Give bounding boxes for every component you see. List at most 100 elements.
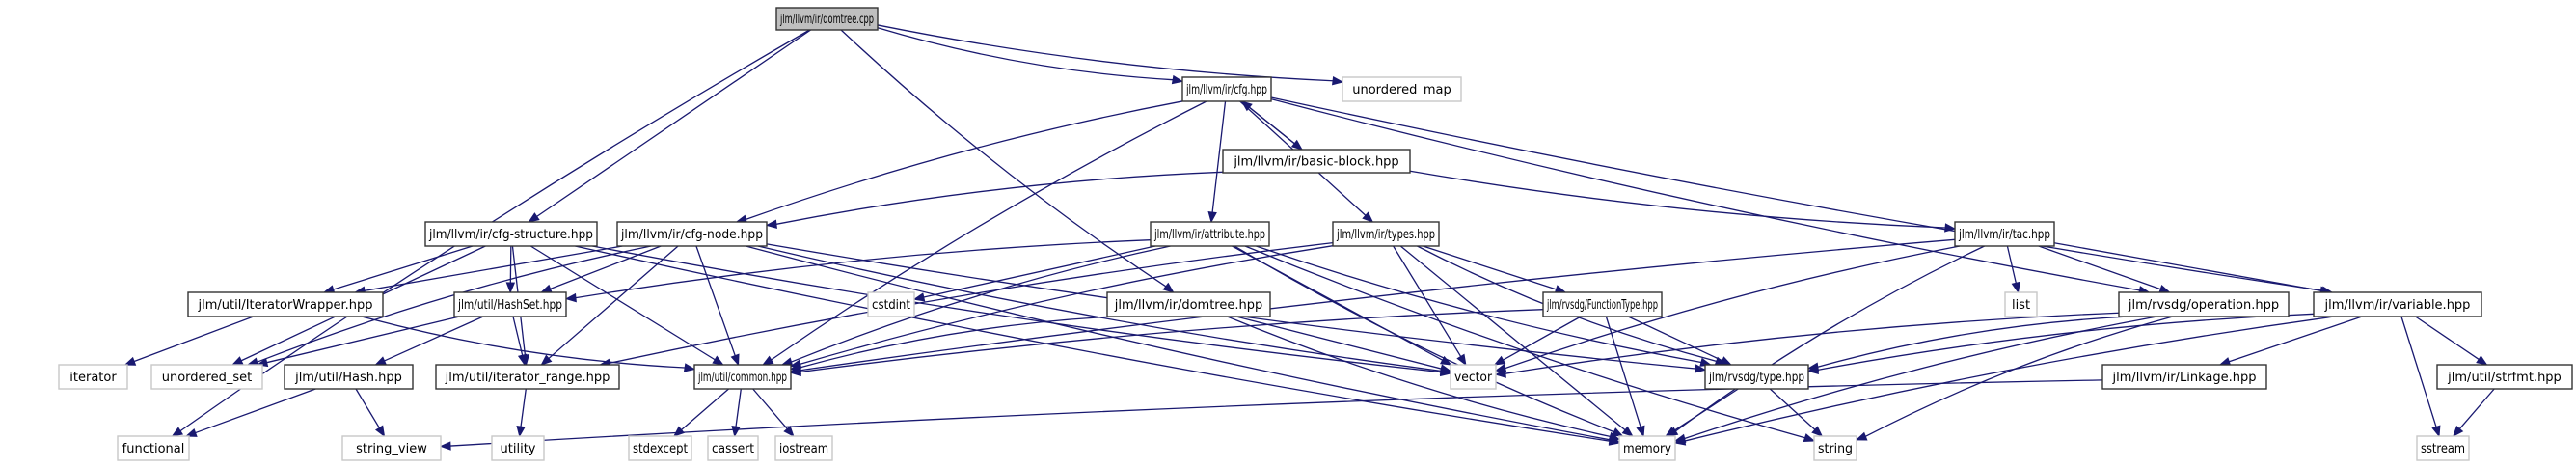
node-label: cstdint (872, 298, 910, 313)
edge-line (1235, 316, 1442, 370)
node-jlm-llvm-ir-linkage-hpp[interactable]: jlm/llvm/ir/Linkage.hpp (2101, 364, 2267, 390)
edge-line (800, 245, 1334, 365)
edge-line (681, 388, 729, 430)
edge-basic-block-to-tac (1409, 170, 1957, 233)
node-box (867, 291, 915, 317)
edge-attribute-to-memory (1234, 245, 1624, 437)
arrowhead-icon (1162, 282, 1175, 293)
node-label: jlm/llvm/ir/tac.hpp (1958, 228, 2050, 242)
node-jlm-rvsdg-functiontype-hpp[interactable]: jlm/rvsdg/FunctionType.hpp (1542, 291, 1663, 317)
edge-function-type-to-common (789, 309, 1544, 377)
node-label: jlm/llvm/ir/Linkage.hpp (2111, 371, 2256, 385)
arrowhead-icon (1332, 75, 1344, 86)
node-jlm-util-hashset-hpp[interactable]: jlm/util/HashSet.hpp (453, 291, 567, 317)
node-jlm-llvm-ir-domtree-hpp[interactable]: jlm/llvm/ir/domtree.hpp (1106, 291, 1271, 317)
edge-line (2458, 388, 2495, 429)
arrowhead-icon (683, 363, 696, 372)
edge-line (1270, 96, 2323, 291)
edge-domtree-cpp-to-unordered-map (877, 24, 1344, 86)
node-box (2118, 291, 2290, 317)
edge-line (877, 24, 1334, 82)
edge-line (800, 238, 1956, 372)
edge-line (1605, 316, 1641, 427)
node-jlm-llvm-ir-tac-hpp[interactable]: jlm/llvm/ir/tac.hpp (1954, 221, 2055, 247)
arrowhead-icon (1207, 211, 1217, 224)
arrowhead-icon (1673, 436, 1687, 446)
node-box (1342, 76, 1462, 102)
edge-line (133, 316, 254, 363)
edge-tac-to-operation (2038, 245, 2171, 293)
edge-line (800, 309, 1544, 373)
arrowhead-icon (540, 354, 553, 366)
node-jlm-llvm-ir-types-hpp[interactable]: jlm/llvm/ir/types.hpp (1332, 221, 1440, 247)
edge-attribute-to-vector (1232, 245, 1452, 366)
arrowhead-icon (375, 425, 386, 438)
edge-line (800, 316, 1115, 369)
node-label: functional (122, 442, 185, 456)
node-jlm-llvm-ir-variable-hpp[interactable]: jlm/llvm/ir/variable.hpp (2313, 291, 2482, 317)
node-jlm-llvm-ir-basic-block-hpp[interactable]: jlm/llvm/ir/basic-block.hpp (1222, 149, 1411, 174)
node-box (1954, 221, 2055, 247)
node-box (2004, 291, 2038, 317)
edge-cfg-to-common (761, 100, 1207, 366)
node-jlm-llvm-ir-cfg-hpp[interactable]: jlm/llvm/ir/cfg.hpp (1181, 76, 1272, 102)
edge-domtree-cpp-to-domtree-hpp (840, 29, 1175, 293)
arrowhead-icon (1456, 353, 1467, 367)
edge-hash-to-functional (184, 388, 316, 437)
edge-line (1627, 316, 1723, 362)
node-label: iterator (69, 371, 117, 385)
node-label: jlm/llvm/ir/types.hpp (1336, 228, 1435, 242)
edge-line (2006, 245, 2017, 284)
node-jlm-llvm-ir-domtree-cpp[interactable]: jlm/llvm/ir/domtree.cpp (775, 7, 879, 31)
node-box (1813, 435, 1857, 461)
edge-attribute-to-hashset (564, 239, 1152, 303)
node-jlm-util-strfmt-hpp[interactable]: jlm/util/strfmt.hpp (2436, 364, 2573, 390)
edge-line (2053, 242, 2321, 291)
node-box (58, 364, 128, 390)
node-unordered-map: unordered_map (1342, 76, 1462, 102)
edge-line (695, 245, 736, 356)
edge-line (1684, 316, 2335, 442)
node-label: jlm/llvm/ir/attribute.hpp (1153, 228, 1265, 242)
edge-hashset-to-iterator-range (512, 316, 528, 367)
node-jlm-llvm-ir-attribute-hpp[interactable]: jlm/llvm/ir/attribute.hpp (1150, 221, 1270, 247)
arrowhead-icon (1803, 433, 1816, 443)
arrowhead-icon (230, 356, 244, 366)
edge-line (550, 245, 662, 289)
node-box (1618, 435, 1676, 461)
node-label: jlm/llvm/ir/cfg-structure.hpp (428, 228, 593, 242)
node-jlm-llvm-ir-cfg-structure-hpp[interactable]: jlm/llvm/ir/cfg-structure.hpp (424, 221, 598, 247)
edge-line (1393, 245, 1462, 357)
node-jlm-rvsdg-type-hpp[interactable]: jlm/rvsdg/type.hpp (1704, 364, 1809, 390)
node-label: jlm/llvm/ir/cfg.hpp (1185, 83, 1267, 97)
node-box (775, 7, 879, 31)
node-label: jlm/util/IteratorWrapper.hpp (198, 298, 373, 313)
node-label: jlm/rvsdg/FunctionType.hpp (1546, 298, 1658, 313)
arrowhead-icon (374, 356, 387, 366)
node-label: list (2012, 298, 2030, 313)
node-jlm-llvm-ir-cfg-node-hpp[interactable]: jlm/llvm/ir/cfg-node.hpp (616, 221, 768, 247)
node-label: memory (1623, 442, 1671, 456)
node-jlm-rvsdg-operation-hpp[interactable]: jlm/rvsdg/operation.hpp (2118, 291, 2290, 317)
edge-cfg-structure-to-iterator-wrapper (322, 245, 474, 294)
edge-strfmt-to-sstream (2452, 388, 2495, 438)
arrowhead-icon (789, 367, 801, 377)
node-jlm-util-common-hpp[interactable]: jlm/util/common.hpp (693, 364, 792, 390)
edge-cfg-to-cfg-node (735, 100, 1183, 224)
node-label: jlm/llvm/ir/basic-block.hpp (1233, 155, 1398, 170)
node-utility: utility (491, 435, 545, 461)
edge-tac-to-variable (2053, 242, 2332, 295)
node-jlm-util-iterator-range-hpp[interactable]: jlm/util/iterator_range.hpp (435, 364, 620, 390)
arrowhead-icon (540, 284, 553, 293)
edge-line (1503, 316, 1582, 361)
arrowhead-icon (672, 426, 685, 437)
edge-line (364, 245, 623, 291)
node-jlm-util-hash-hpp[interactable]: jlm/util/Hash.hpp (284, 364, 414, 390)
edge-line (1684, 316, 2157, 440)
node-stdexcept: stdexcept (628, 435, 692, 461)
edge-linkage-to-string-view (439, 379, 2103, 451)
node-jlm-util-iteratorwrapper-hpp[interactable]: jlm/util/IteratorWrapper.hpp (187, 291, 384, 317)
arrowhead-icon (730, 353, 740, 367)
edge-domtree-cpp-to-cfg (877, 27, 1184, 85)
